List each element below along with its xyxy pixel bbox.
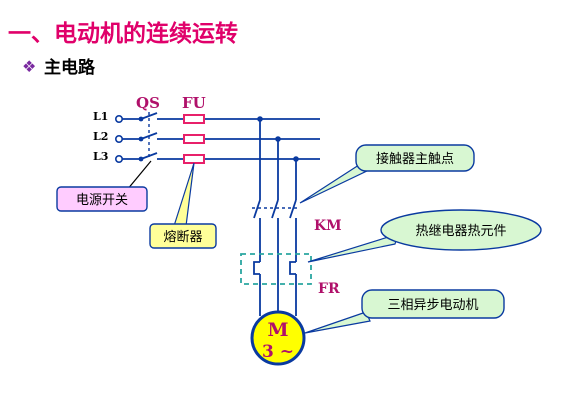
callout-main-contact: 接触器主触点 (376, 151, 454, 167)
callout-motor-box (361, 289, 505, 319)
fr-box (240, 253, 312, 285)
motor-label-phase: 3 ~ (262, 342, 294, 362)
junction-l3 (293, 156, 299, 162)
terminal-l2 (115, 135, 124, 144)
leader-power-switch (126, 160, 152, 191)
terminal-l3 (115, 155, 124, 164)
callout-async-motor: 三相异步电动机 (387, 298, 478, 313)
callout-thermal-ellipse (380, 209, 542, 251)
junction-l2 (275, 136, 281, 142)
subtitle-bullet: ❖ (22, 57, 36, 76)
page-title: 一、电动机的连续运转 (8, 20, 238, 47)
fu-label: FU (182, 94, 206, 112)
phase-label-l2: L2 (93, 130, 108, 143)
callout-main-contact-box (355, 144, 475, 172)
qs-contact-l2 (138, 136, 144, 142)
qs-contact-l1 (138, 116, 144, 122)
callout-fuse-box (149, 223, 217, 249)
callout-fuse: 熔断器 (163, 230, 202, 245)
fr-label: FR (318, 281, 340, 297)
junction-l1 (257, 116, 263, 122)
callout-power-switch: 电源开关 (76, 193, 128, 208)
callout-motor-pointer (304, 311, 371, 334)
subtitle: 主电路 (44, 57, 96, 78)
wiring (122, 112, 320, 316)
fuse-l1 (183, 114, 205, 124)
callout-thermal-pointer (307, 233, 399, 263)
terminal-l1 (115, 115, 124, 124)
qs-contact-l3 (138, 156, 144, 162)
fuse-l2 (183, 134, 205, 144)
callout-fuse-pointer (173, 162, 195, 227)
motor-label-m: M (267, 319, 288, 341)
phase-label-l3: L3 (93, 150, 108, 163)
fuse-l3 (183, 154, 205, 164)
phase-label-l1: L1 (93, 110, 108, 123)
callout-thermal-element: 热继电器热元件 (415, 224, 506, 239)
qs-label: QS (136, 94, 160, 112)
motor-symbol (250, 310, 306, 366)
callout-power-switch-box (56, 186, 148, 212)
km-label: KM (314, 218, 342, 234)
